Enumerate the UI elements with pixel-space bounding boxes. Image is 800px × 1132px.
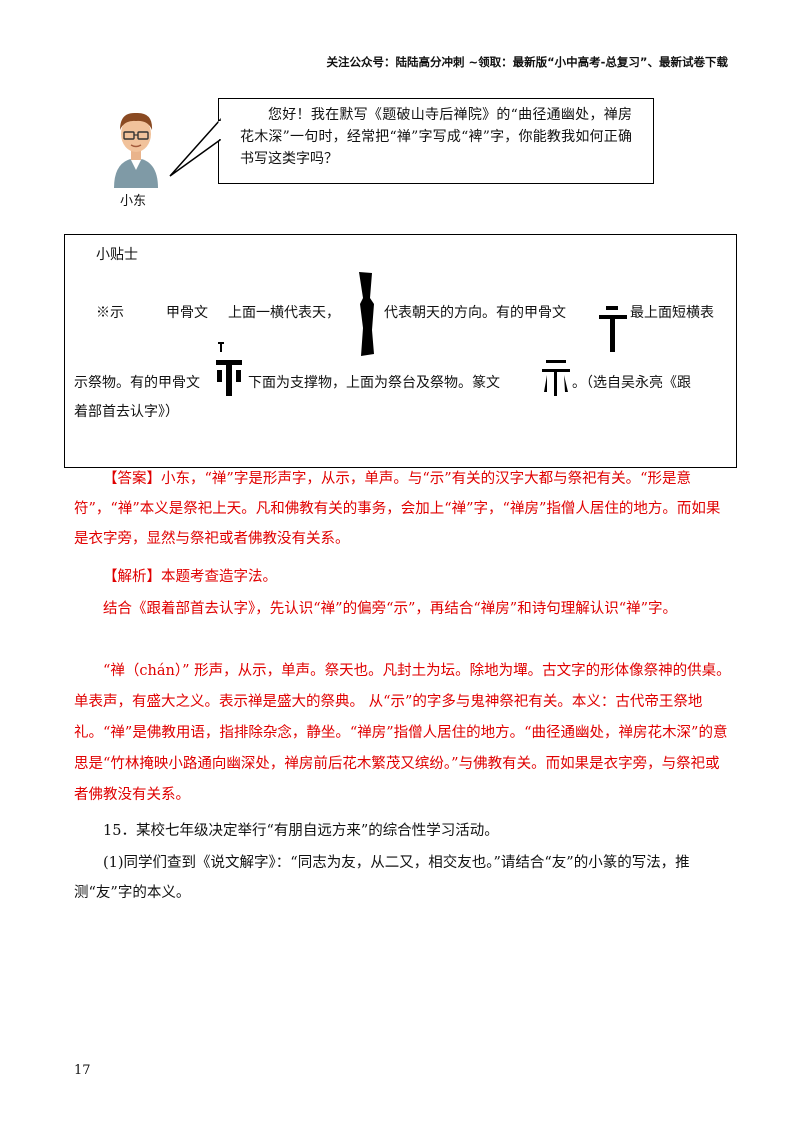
tips-line3: 着部首去认字》）: [74, 404, 179, 420]
tips-line2-start: 示祭物。有的甲骨文: [74, 375, 200, 391]
analysis-title: 本题考查造字法。: [161, 569, 277, 585]
dialog-text: 您好！我在默写《题破山寺后禅院》的“曲径通幽处，禅房花木深”一句时，经常把“禅”…: [240, 107, 632, 167]
answer-tag: 【答案】: [103, 471, 161, 487]
boy-avatar-icon: [114, 112, 158, 188]
analysis-paragraph-1: 结合《跟着部首去认字》，先认识“禅”的偏旁“示”，再结合“禅房”和诗句理解认识“…: [103, 601, 678, 617]
page-number: 17: [74, 1063, 91, 1078]
seal-shi-glyph: [542, 360, 570, 396]
tips-line1-end: 最上面短横表: [630, 305, 714, 321]
speech-bubble-tail: [169, 118, 222, 177]
analysis-tag: 【解析】: [103, 569, 161, 585]
analysis-heading: 【解析】本题考查造字法。: [74, 562, 734, 592]
tips-line1-cont: 代表朝天的方向。有的甲骨文: [384, 305, 566, 321]
oracle-shi-glyph-1: [599, 306, 627, 352]
oracle-shi-glyph-2: [216, 342, 242, 396]
tips-line2-mid: 下面为支撑物，上面为祭台及祭物。篆文: [248, 375, 500, 391]
tips-line2-end: 。（选自吴永亮《跟: [572, 375, 691, 391]
oracle-vertical-stroke-glyph: [359, 272, 374, 356]
speech-bubble: [218, 98, 654, 184]
speaker-name: 小东: [120, 194, 147, 209]
tips-title: 小贴士: [96, 247, 138, 263]
answer-text: 小东，“禅”字是形声字，从示，单声。与“示”有关的汉字大都与祭祀有关。“形是意符…: [74, 471, 721, 547]
question-15-part-1: (1)同学们查到《说文解字》：“同志为友，从二又，相交友也。”请结合“友”的小篆…: [74, 855, 690, 901]
answer-paragraph: 【答案】小东，“禅”字是形声字，从示，单声。与“示”有关的汉字大都与祭祀有关。“…: [74, 464, 734, 554]
tips-box: [64, 234, 737, 468]
question-15: 15．某校七年级决定举行“有朋自远方来”的综合性学习活动。: [103, 823, 499, 839]
page-header: 关注公众号：陆陆高分冲刺 ~领取：最新版“小中高考-总复习”、最新试卷下载: [326, 55, 728, 69]
tips-oracle-label: 甲骨文: [166, 305, 208, 321]
tips-line1-mid: 上面一横代表天，: [228, 305, 340, 321]
analysis-paragraph-2: “禅（chán）” 形声，从示，单声。祭天也。凡封土为坛。除地为墠。古文字的形体…: [74, 663, 731, 803]
tips-line1-start: ※示: [96, 305, 124, 321]
